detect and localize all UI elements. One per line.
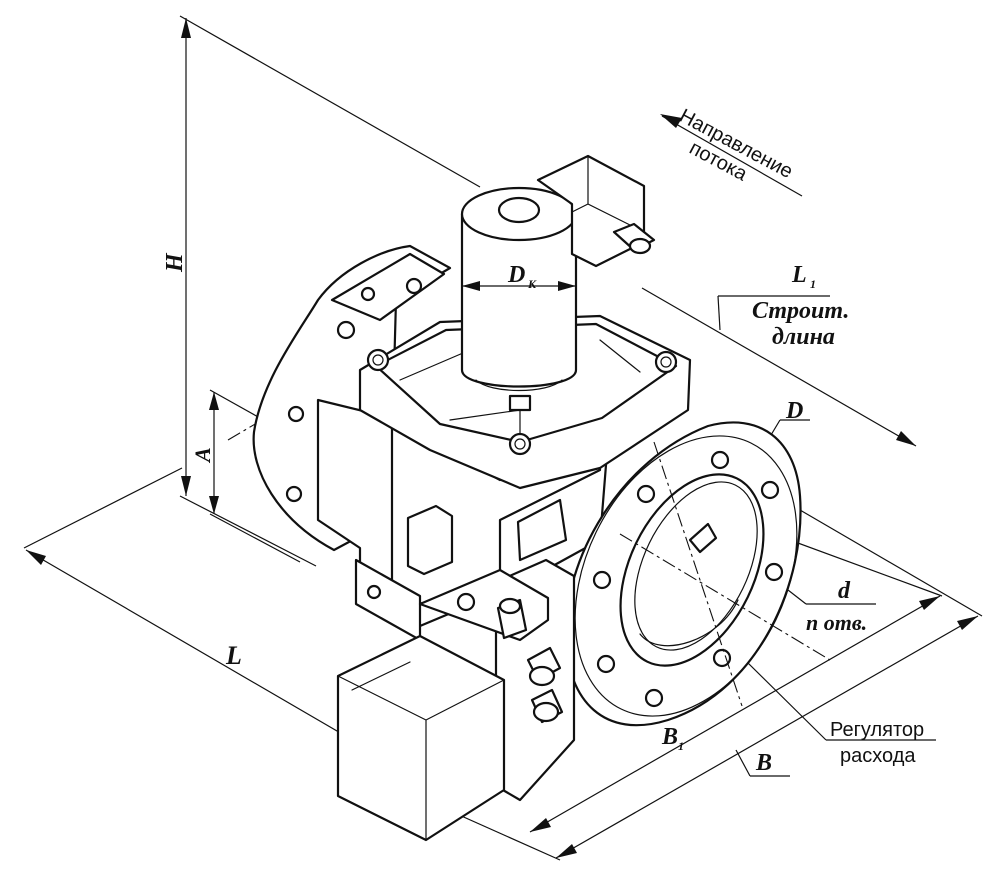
dim-label-Dk: D xyxy=(507,262,525,288)
solenoid-coil xyxy=(460,186,578,392)
dim-label-B1-sub: 1 xyxy=(678,739,684,753)
inlet-flange xyxy=(252,244,452,552)
build-length-label-line1: Строит. xyxy=(752,298,849,324)
dim-label-L1: L xyxy=(791,262,807,288)
holes-count-label: n отв. xyxy=(806,610,867,635)
dim-label-D: D xyxy=(785,398,803,424)
dim-label-H: H xyxy=(162,252,188,273)
dim-label-d: d xyxy=(838,578,851,604)
build-length-label-line2: длина xyxy=(772,324,835,350)
dim-label-A: A xyxy=(190,447,215,464)
flow-regulator xyxy=(336,558,576,842)
outlet-flange xyxy=(564,421,831,727)
regulator-label-line2: расхода xyxy=(840,745,916,767)
electrical-connector xyxy=(536,154,656,268)
dim-label-Dk-sub: К xyxy=(527,277,537,291)
dim-label-B: B xyxy=(755,750,772,776)
regulator-label-line1: Регулятор xyxy=(830,719,924,741)
dim-label-L1-sub: 1 xyxy=(810,277,816,291)
dim-label-B1: B xyxy=(661,724,678,750)
dim-label-L: L xyxy=(225,641,242,670)
